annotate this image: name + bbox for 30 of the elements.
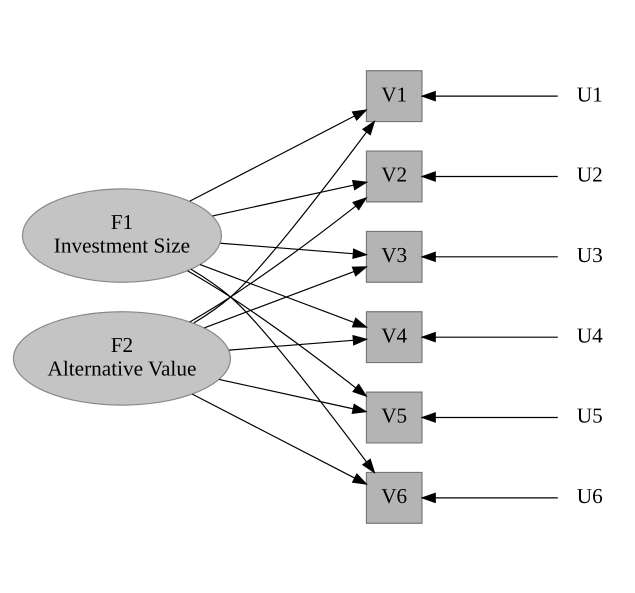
node-box: V5 — [366, 391, 423, 444]
node-text: U6 — [576, 484, 603, 508]
arrow — [194, 120, 376, 324]
arrow — [420, 250, 558, 262]
arrow — [420, 492, 558, 503]
arrow — [218, 378, 368, 414]
node-box: V4 — [366, 310, 423, 363]
node-text: U2 — [576, 162, 603, 186]
arrow — [420, 412, 558, 422]
node-box: V3 — [366, 230, 423, 282]
arrow — [228, 334, 368, 350]
node-text: U5 — [576, 403, 603, 428]
arrow — [220, 242, 368, 259]
arrow — [190, 108, 368, 202]
node-text: U3 — [576, 242, 603, 267]
arrow — [190, 268, 376, 474]
node-box: V2 — [366, 150, 423, 202]
arrow — [189, 196, 368, 322]
node-text: U4 — [576, 322, 603, 347]
node-ellipse: F2 Alternative Value — [12, 310, 232, 406]
arrow — [420, 170, 558, 182]
node-ellipse: F1 Investment Size — [22, 188, 222, 282]
arrow — [420, 90, 558, 102]
arrow — [212, 179, 368, 216]
node-box: V6 — [366, 471, 423, 524]
node-text: U1 — [576, 82, 603, 106]
node-box: V1 — [366, 70, 423, 122]
arrow — [187, 270, 368, 397]
arrow — [192, 393, 368, 484]
arrow — [420, 331, 558, 342]
